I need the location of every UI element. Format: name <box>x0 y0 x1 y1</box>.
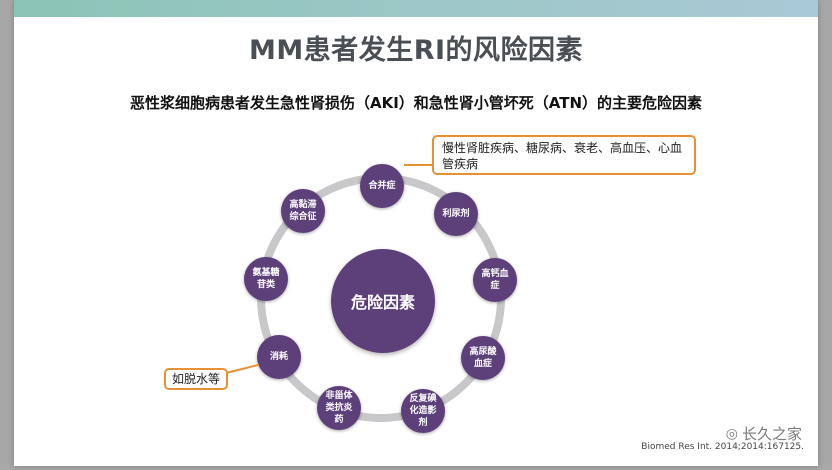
header-bar <box>14 0 818 17</box>
callout-connector-depletion <box>225 363 260 374</box>
center-node: 危险因素 <box>331 249 435 353</box>
citation: Biomed Res Int. 2014;2014:167125. <box>641 442 804 452</box>
watermark: ◎ 长久之家 <box>726 423 802 444</box>
callout-connector-comorbidity <box>404 164 432 166</box>
node-nsaids: 非甾体 类抗炎 药 <box>317 386 361 430</box>
slide: MM患者发生RI的风险因素 恶性浆细胞病患者发生急性肾损伤（AKI）和急性肾小管… <box>14 0 818 466</box>
node-hyperuricemia: 高尿酸 血症 <box>461 336 505 380</box>
slide-subtitle: 恶性浆细胞病患者发生急性肾损伤（AKI）和急性肾小管坏死（ATN）的主要危险因素 <box>129 94 703 112</box>
node-hypercalcemia: 高钙血 症 <box>473 258 517 302</box>
node-aminoglycosides: 氨基糖 苷类 <box>244 257 288 301</box>
node-iodine-contrast: 反复碘 化造影 剂 <box>401 389 445 433</box>
callout-depletion: 如脱水等 <box>164 368 228 390</box>
wechat-icon: ◎ <box>725 425 738 442</box>
watermark-text: 长久之家 <box>741 425 802 443</box>
node-depletion: 消耗 <box>257 335 301 379</box>
node-comorbidity: 合并症 <box>360 164 404 208</box>
node-diuretics: 利尿剂 <box>434 192 478 236</box>
callout-comorbidity: 慢性肾脏疾病、糖尿病、衰老、高血压、心血管疾病 <box>432 135 696 175</box>
slide-title: MM患者发生RI的风险因素 <box>248 35 584 66</box>
node-hyperviscosity: 高黏滞 综合征 <box>281 189 325 233</box>
